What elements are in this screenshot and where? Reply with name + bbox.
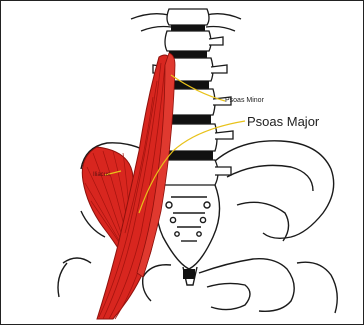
label-psoas-minor: Psoas Minor bbox=[225, 97, 265, 104]
label-psoas-major: Psoas Major bbox=[247, 114, 320, 129]
vertebra-l1 bbox=[165, 31, 211, 51]
vertebra-t12 bbox=[167, 9, 209, 25]
label-iliacus: Iliacus bbox=[93, 172, 110, 178]
